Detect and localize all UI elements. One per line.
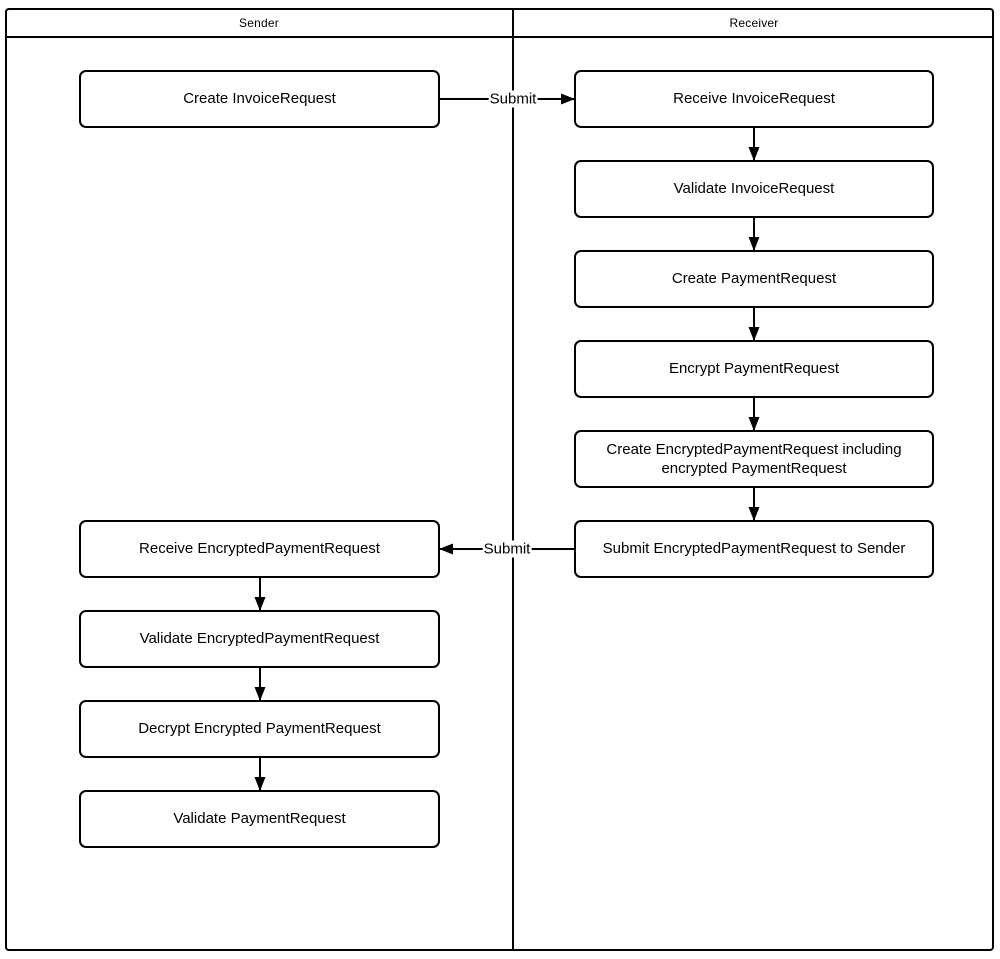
flow-node-encrypt-payment-request: Encrypt PaymentRequest	[574, 340, 934, 398]
flow-node-label: Create EncryptedPaymentRequest including…	[606, 440, 902, 478]
flow-node-label: Receive EncryptedPaymentRequest	[139, 540, 380, 558]
flow-node-label: Receive InvoiceRequest	[673, 90, 835, 108]
flow-node-receive-encrypted-payment-request: Receive EncryptedPaymentRequest	[79, 520, 440, 578]
flow-node-create-encrypted-payment-request: Create EncryptedPaymentRequest including…	[574, 430, 934, 488]
flow-node-label: Validate PaymentRequest	[173, 810, 346, 828]
lane-header-separator	[5, 36, 994, 38]
flow-node-validate-invoice-request: Validate InvoiceRequest	[574, 160, 934, 218]
flow-node-label: Validate InvoiceRequest	[673, 180, 835, 198]
flow-node-validate-encrypted-payment-request: Validate EncryptedPaymentRequest	[79, 610, 440, 668]
flow-node-create-payment-request: Create PaymentRequest	[574, 250, 934, 308]
flow-node-label: Validate EncryptedPaymentRequest	[139, 630, 380, 648]
edge-label-create-invoice-request-to-receive-invoice-request: Submit	[488, 90, 538, 108]
lane-header-sender: Sender	[239, 16, 279, 30]
flow-node-label: Create PaymentRequest	[671, 270, 837, 288]
diagram-frame	[5, 8, 994, 951]
flow-node-label: Decrypt Encrypted PaymentRequest	[138, 720, 381, 738]
edge-label-submit-encrypted-payment-request-to-receive-encrypted-payment-request: Submit	[482, 540, 532, 558]
flow-node-receive-invoice-request: Receive InvoiceRequest	[574, 70, 934, 128]
flow-node-label: Submit EncryptedPaymentRequest to Sender	[602, 540, 906, 558]
flow-node-label: Create InvoiceRequest	[183, 90, 336, 108]
lane-header-receiver: Receiver	[729, 16, 779, 30]
lane-divider	[512, 8, 514, 951]
flow-node-create-invoice-request: Create InvoiceRequest	[79, 70, 440, 128]
flow-node-validate-payment-request: Validate PaymentRequest	[79, 790, 440, 848]
flow-node-decrypt-encrypted-payment-request: Decrypt Encrypted PaymentRequest	[79, 700, 440, 758]
flow-node-submit-encrypted-payment-request: Submit EncryptedPaymentRequest to Sender	[574, 520, 934, 578]
flow-node-label: Encrypt PaymentRequest	[668, 360, 840, 378]
